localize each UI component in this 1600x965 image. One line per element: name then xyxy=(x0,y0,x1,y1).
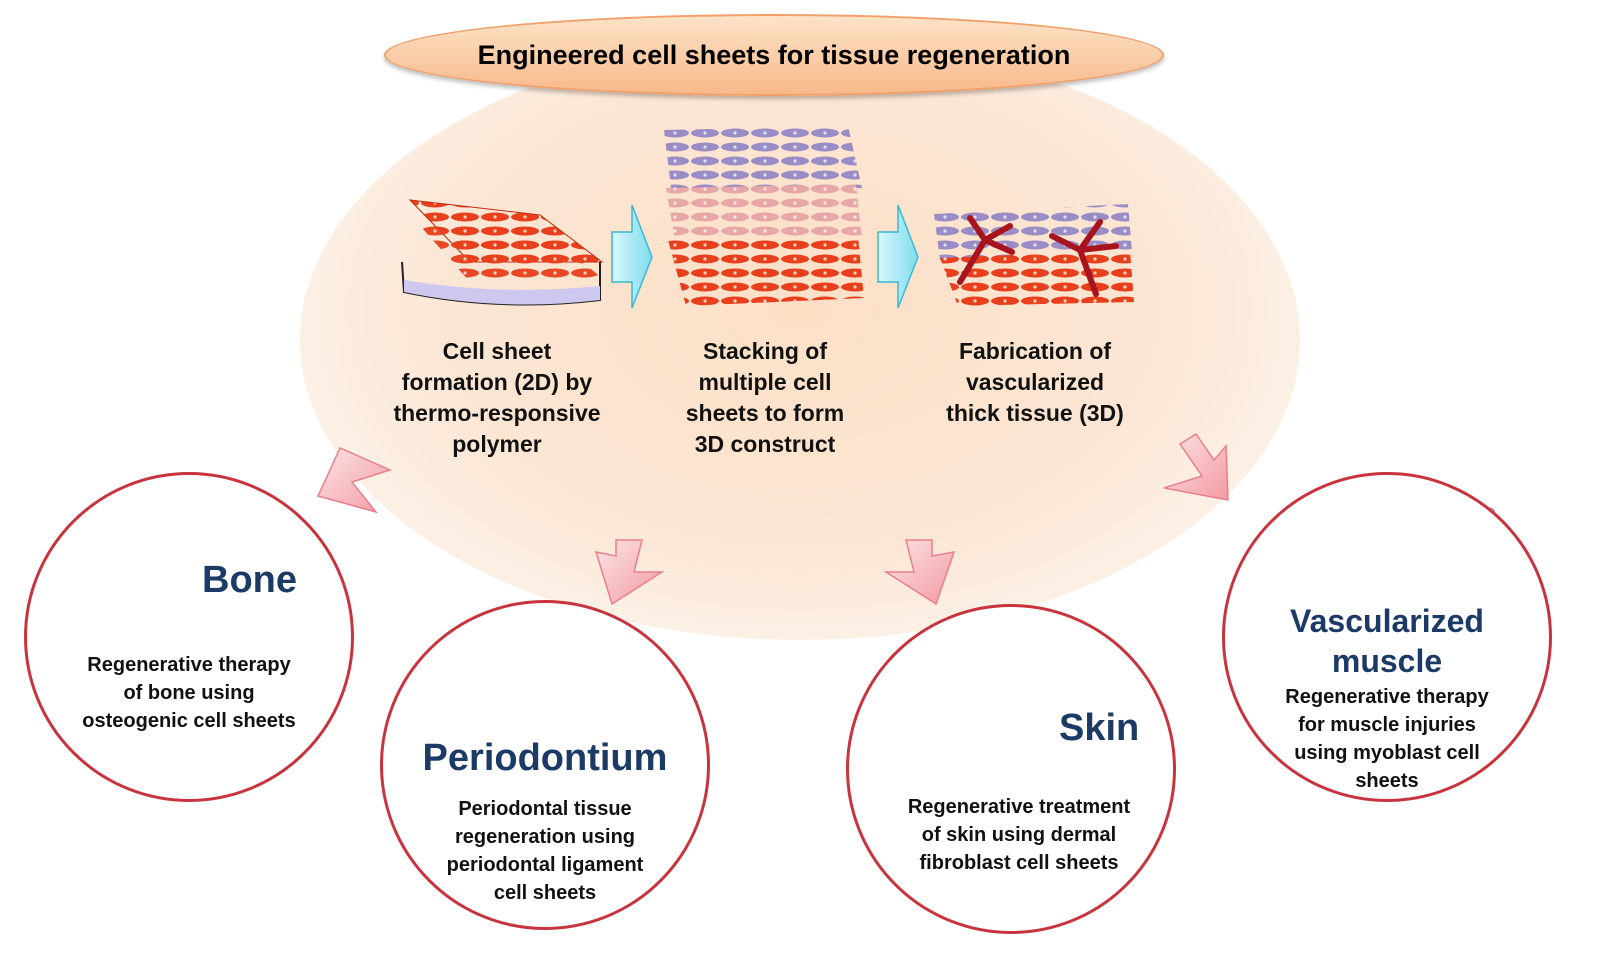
step-label-cell-sheet: Cell sheet formation (2D) by thermo-resp… xyxy=(367,336,627,460)
description-line: Regenerative therapy xyxy=(87,654,291,676)
vascular-tissue-icon xyxy=(934,204,1134,306)
step-label-line: Fabrication of xyxy=(958,338,1112,364)
right-arrow-icon xyxy=(877,204,919,309)
description-line: regeneration using xyxy=(454,826,636,848)
bone-title: Bone xyxy=(202,559,297,601)
step-label-fabrication: Fabrication of vascularized thick tissue… xyxy=(905,336,1165,429)
description-line: of skin using dermal xyxy=(921,824,1117,846)
step-label-line: thermo-responsive xyxy=(393,400,601,426)
muscle-description: Regenerative therapy for muscle injuries… xyxy=(1225,683,1549,795)
step-label-line: formation (2D) by xyxy=(401,369,593,395)
description-line: sheets xyxy=(1355,770,1419,792)
down-arrow-icon xyxy=(883,539,956,606)
muscle-title-line: Vascularized xyxy=(1290,603,1484,639)
step-label-line: vascularized xyxy=(965,369,1105,395)
diagram-title: Engineered cell sheets for tissue regene… xyxy=(384,14,1164,96)
step-label-line: multiple cell xyxy=(698,369,832,395)
step-label-line: polymer xyxy=(452,431,542,457)
bone-description: Regenerative therapy of bone using osteo… xyxy=(27,651,351,735)
right-arrow-icon xyxy=(611,204,653,309)
cell-sheet-icon xyxy=(401,199,604,306)
step-label-line: sheets to form xyxy=(685,400,845,426)
step-label-line: thick tissue (3D) xyxy=(946,400,1124,426)
muscle-title-line: muscle xyxy=(1331,643,1443,679)
bone-circle: Bone Regenerative therapy of bone using … xyxy=(24,472,354,802)
skin-title: Skin xyxy=(1059,707,1140,749)
stacked-sheets-icon xyxy=(664,126,864,306)
description-line: Regenerative therapy xyxy=(1285,686,1489,708)
skin-circle: Skin Regenerative treatment of skin usin… xyxy=(846,604,1176,934)
muscle-title: Vascularized muscle xyxy=(1225,601,1549,681)
muscle-circle: Vascularized muscle Regenerative therapy… xyxy=(1222,472,1552,802)
step-label-line: Stacking of xyxy=(703,338,827,364)
description-line: Regenerative treatment xyxy=(907,796,1131,818)
description-line: for muscle injuries xyxy=(1298,714,1476,736)
description-line: of bone using xyxy=(123,682,255,704)
step-label-stacking: Stacking of multiple cell sheets to form… xyxy=(635,336,895,460)
periodontium-title: Periodontium xyxy=(422,737,668,779)
step-label-line: 3D construct xyxy=(694,431,836,457)
description-line: fibroblast cell sheets xyxy=(919,852,1119,874)
step-label-line: Cell sheet xyxy=(442,338,552,364)
down-arrow-icon xyxy=(1163,432,1229,501)
periodontium-circle: Periodontium Periodontal tissue regenera… xyxy=(380,600,710,930)
description-line: Periodontal tissue xyxy=(458,798,632,820)
description-line: osteogenic cell sheets xyxy=(82,710,296,732)
description-line: periodontal ligament xyxy=(446,854,644,876)
periodontium-description: Periodontal tissue regeneration using pe… xyxy=(383,795,707,907)
skin-description: Regenerative treatment of skin using der… xyxy=(849,793,1189,877)
description-line: using myoblast cell xyxy=(1294,742,1480,764)
down-arrow-icon xyxy=(316,447,393,514)
down-arrow-icon xyxy=(594,539,665,606)
description-line: cell sheets xyxy=(493,882,597,904)
